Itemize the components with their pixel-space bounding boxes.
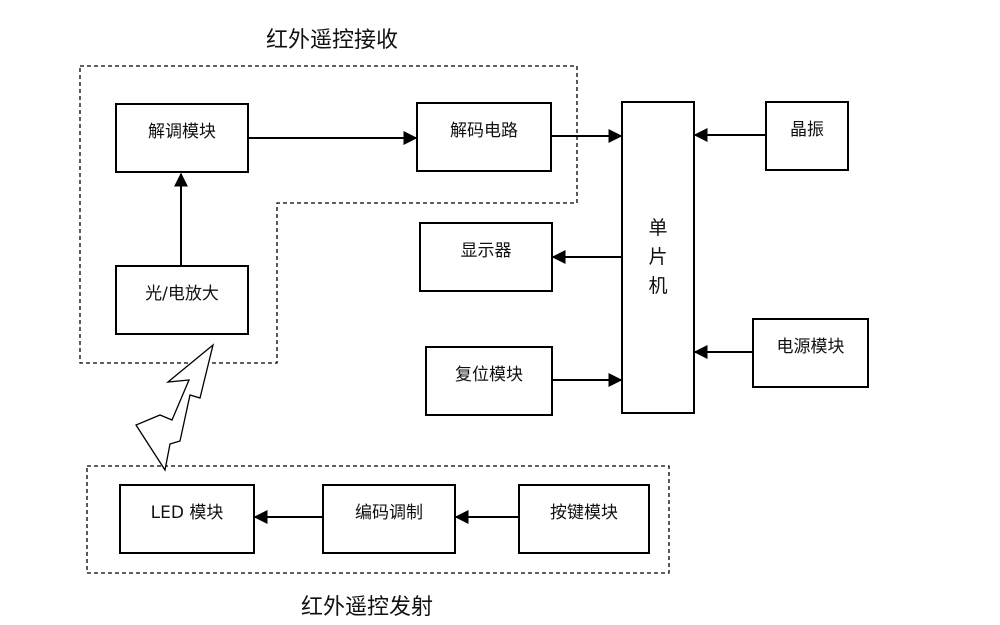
transmitter-group-outline <box>86 465 670 574</box>
infrared-signal-lightning-icon <box>135 343 215 472</box>
reset-module-block: 复位模块 <box>425 346 553 416</box>
microcontroller-label: 单 片 机 <box>648 214 667 301</box>
encoder-modulator-block: 编码调制 <box>322 484 456 554</box>
microcontroller-label-char-1: 单 <box>648 217 668 239</box>
decoder-circuit-block: 解码电路 <box>416 102 552 172</box>
display-block: 显示器 <box>419 222 553 292</box>
microcontroller-block: 单 片 机 <box>621 101 695 414</box>
transmitter-group-title: 红外遥控发射 <box>301 595 434 620</box>
receiver-group-title: 红外遥控接收 <box>266 28 399 53</box>
microcontroller-label-char-2: 片 <box>648 246 668 268</box>
microcontroller-label-char-3: 机 <box>648 275 668 297</box>
receiver-group-outline <box>79 65 578 364</box>
led-module-block: LED 模块 <box>119 484 255 554</box>
keypad-module-block: 按键模块 <box>518 484 650 554</box>
crystal-oscillator-block: 晶振 <box>765 101 849 171</box>
photoelectric-amplifier-block: 光/电放大 <box>115 265 249 335</box>
power-module-block: 电源模块 <box>752 318 869 388</box>
demodulation-module-block: 解调模块 <box>115 103 249 173</box>
